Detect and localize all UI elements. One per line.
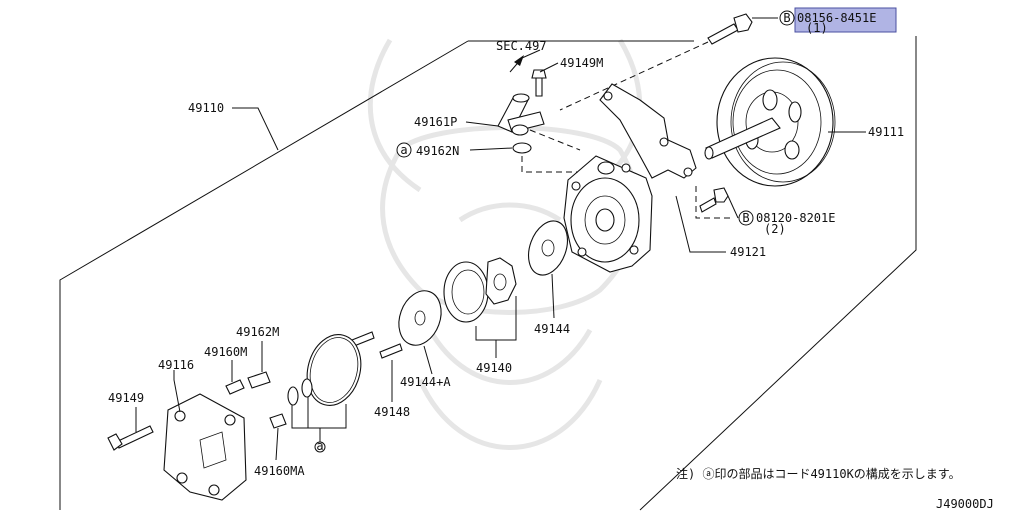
bolt-49149-part	[107, 425, 154, 451]
pins-49148-part	[351, 331, 403, 359]
label-49111[interactable]: 49111	[868, 125, 904, 139]
cartridge-49140-part	[443, 257, 517, 323]
label-49140[interactable]: 49140	[476, 361, 512, 375]
label-49116[interactable]: 49116	[158, 358, 194, 372]
springs-part	[225, 371, 287, 429]
qty-side-bolt: (2)	[764, 222, 786, 236]
b-circle-icon	[738, 210, 754, 226]
seals-part	[287, 334, 362, 406]
part-number-08156-8451E[interactable]: 08156-8451E	[797, 11, 876, 25]
leader-lines	[135, 49, 866, 461]
label-49144A[interactable]: 49144+A	[400, 375, 451, 389]
top-bolt-part	[707, 13, 778, 45]
side-bolt-callout[interactable]: B 08120-8201E (2)	[738, 210, 835, 236]
label-sec-497[interactable]: SEC.497	[496, 39, 547, 53]
diagram-code: J49000DJ	[936, 497, 994, 511]
pipe-part	[497, 93, 545, 136]
sec-arrow-head	[514, 55, 524, 66]
pump-body-part	[563, 155, 653, 273]
oring-49162N	[512, 142, 532, 154]
cover-49116-part	[163, 393, 247, 501]
watermark-emblem	[367, 38, 643, 450]
dash-leader-oring	[521, 129, 581, 173]
qty-top-bolt: (1)	[806, 21, 828, 35]
part-number-08120-8201E[interactable]: 08120-8201E	[756, 211, 835, 225]
bracket-part	[599, 83, 697, 179]
label-49162M[interactable]: 49162M	[236, 325, 279, 339]
label-49161P[interactable]: 49161P	[414, 115, 457, 129]
label-49149[interactable]: 49149	[108, 391, 144, 405]
label-49160M[interactable]: 49160M	[204, 345, 247, 359]
label-49162N[interactable]: 49162N	[416, 144, 459, 158]
label-49144[interactable]: 49144	[534, 322, 570, 336]
b-circle-letter: B	[783, 11, 790, 25]
dash-leader-top	[559, 41, 709, 111]
b-circle-icon	[779, 10, 795, 26]
b-circle-letter: B	[742, 211, 749, 225]
label-49160MA[interactable]: 49160MA	[254, 464, 305, 478]
plate-49144-part	[528, 220, 568, 276]
bolt-49149M-part	[531, 69, 547, 97]
a-circle-letter: a	[316, 439, 323, 453]
pulley-part	[704, 57, 836, 187]
assembly-outline	[59, 36, 917, 511]
callout-49162N[interactable]: a 49162N	[396, 142, 459, 158]
label-49121[interactable]: 49121	[730, 245, 766, 259]
a-circle-icon	[314, 441, 326, 453]
label-49148[interactable]: 49148	[374, 405, 410, 419]
label-49149M[interactable]: 49149M	[560, 56, 603, 70]
highlight-box	[794, 7, 897, 33]
footnote-note: 注) ⓐ印の部品はコード49110Kの構成を示します。	[676, 466, 961, 481]
a-circle-icon	[396, 142, 412, 158]
side-bolt-part	[699, 187, 739, 219]
plate-49144A-part	[398, 290, 442, 346]
a-circle-letter: a	[400, 143, 407, 157]
oring-group-mark: a	[314, 439, 326, 453]
label-49110[interactable]: 49110	[188, 101, 224, 115]
top-bolt-callout[interactable]: B 08156-8451E (1)	[779, 7, 897, 35]
dash-leader-side	[695, 186, 730, 219]
